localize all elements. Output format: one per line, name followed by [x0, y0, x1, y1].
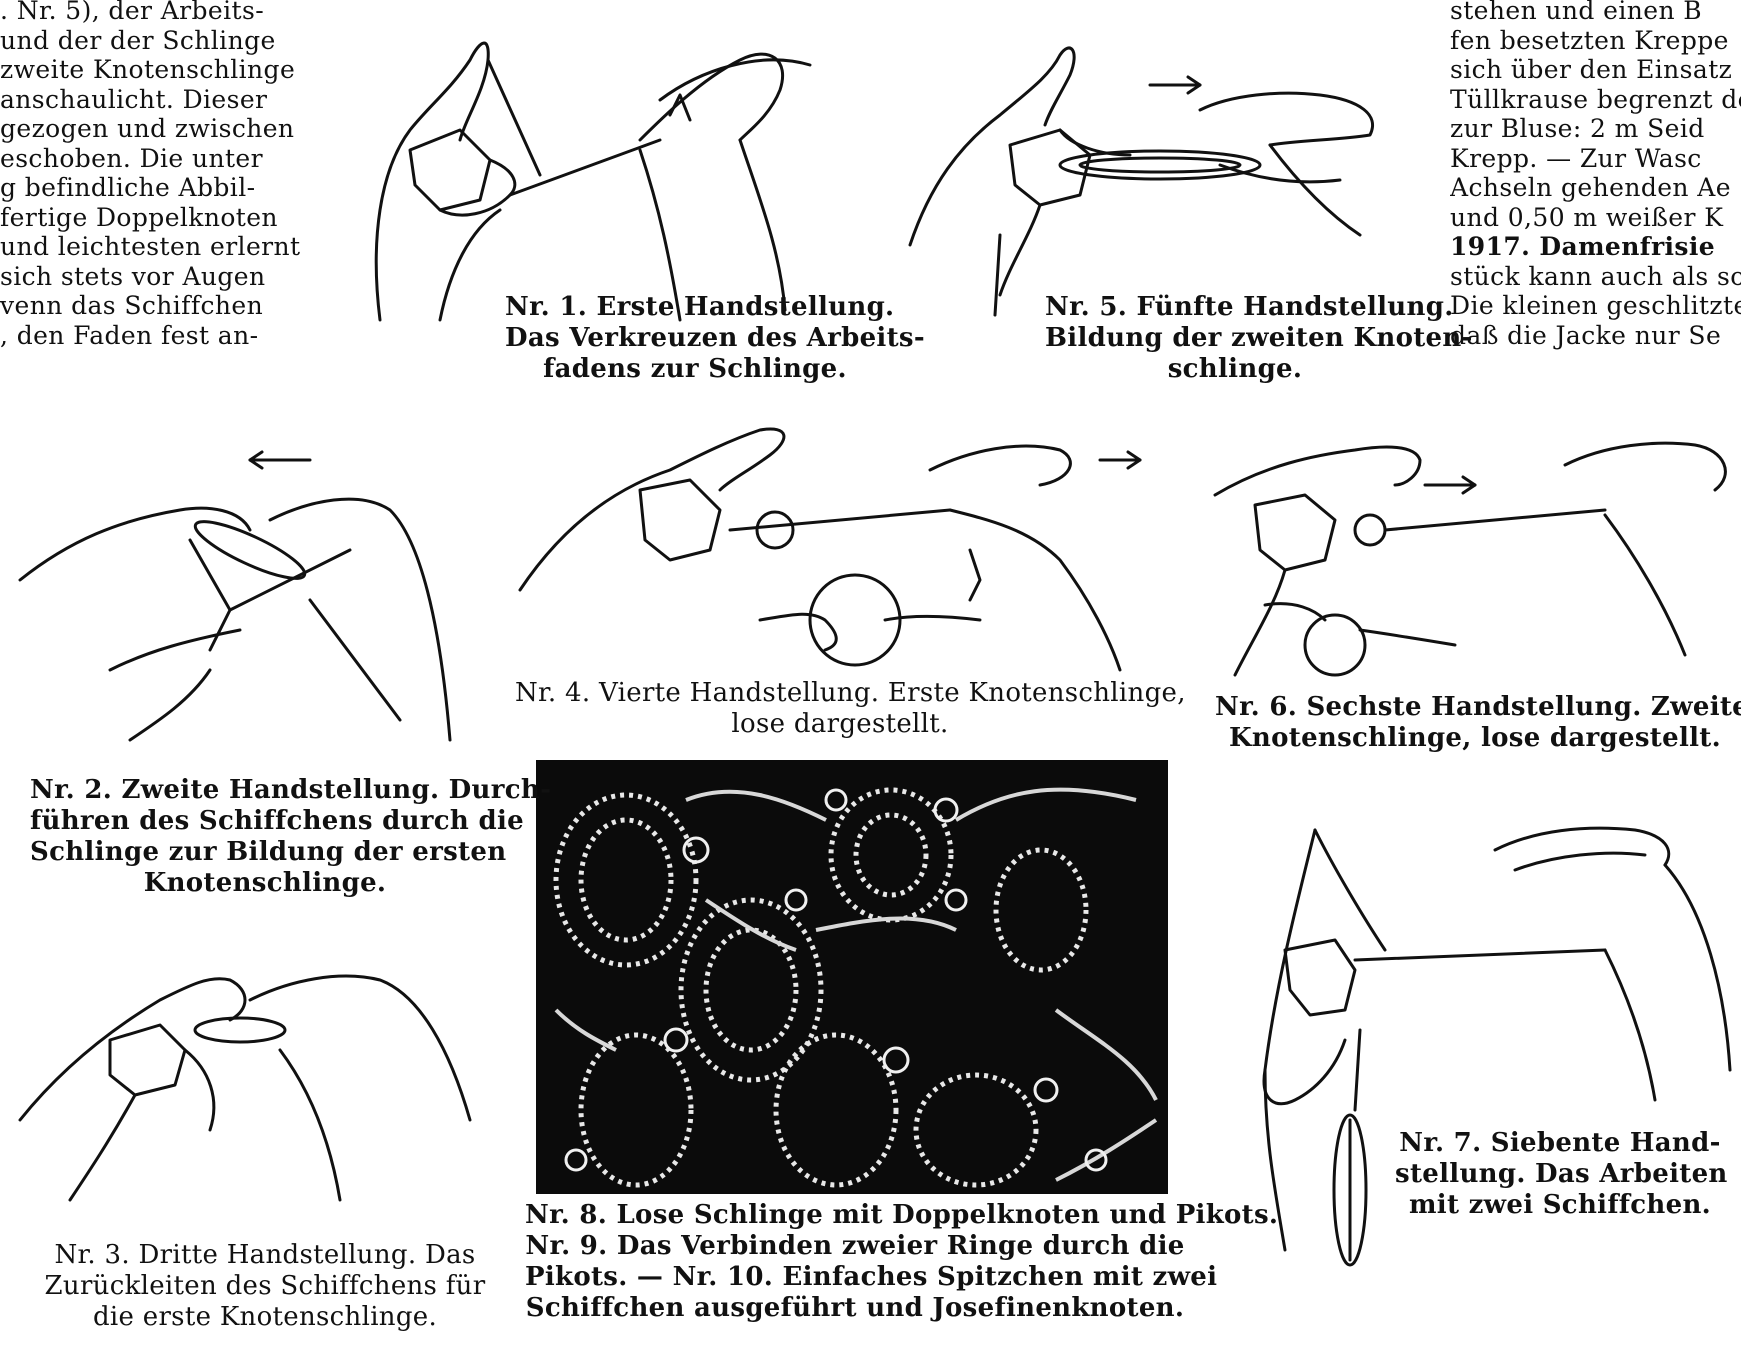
- caption-line: Zurückleiten des Schiffchens für: [35, 1271, 495, 1302]
- hands-fig2-illustration: [10, 420, 460, 750]
- text-line: und 0,50 m weißer K: [1450, 203, 1741, 233]
- caption-line: führen des Schiffchens durch die: [30, 806, 500, 837]
- hands-fig4-illustration: [500, 410, 1180, 680]
- caption-fig2: Nr. 2. Zweite Handstellung. Durch- führe…: [30, 775, 500, 899]
- text-line: sich über den Einsatz: [1450, 55, 1741, 85]
- text-line: und leichtesten erlernt: [0, 232, 300, 262]
- text-line: stehen und einen B: [1450, 0, 1741, 26]
- text-line: 1917. Damenfrisie: [1450, 232, 1741, 262]
- text-line: , den Faden fest an-: [0, 321, 300, 351]
- text-line: und der der Schlinge: [0, 26, 300, 56]
- caption-fig8-10: Nr. 8. Lose Schlinge mit Doppelknoten un…: [525, 1200, 1185, 1324]
- text-line: Die kleinen geschlitzten: [1450, 291, 1741, 321]
- text-line: daß die Jacke nur Se: [1450, 321, 1741, 351]
- caption-line: Nr. 6. Sechste Handstellung. Zweite: [1215, 692, 1735, 723]
- caption-line: fadens zur Schlinge.: [505, 354, 885, 385]
- caption-fig3: Nr. 3. Dritte Handstellung. Das Zurückle…: [35, 1240, 495, 1333]
- caption-line: Knotenschlinge.: [30, 868, 500, 899]
- caption-line: Nr. 8. Lose Schlinge mit Doppelknoten un…: [525, 1200, 1185, 1231]
- lace-photo-fig8: [536, 760, 1168, 1194]
- text-line: venn das Schiffchen: [0, 291, 300, 321]
- caption-line: Nr. 2. Zweite Handstellung. Durch-: [30, 775, 500, 806]
- text-line: stück kann auch als so: [1450, 262, 1741, 292]
- caption-fig6: Nr. 6. Sechste Handstellung. Zweite Knot…: [1215, 692, 1735, 754]
- text-line: eschoben. Die unter: [0, 144, 300, 174]
- caption-line: Nr. 4. Vierte Handstellung. Erste Knoten…: [515, 678, 1165, 709]
- caption-line: mit zwei Schiffchen.: [1395, 1190, 1725, 1221]
- caption-line: Pikots. — Nr. 10. Einfaches Spitzchen mi…: [525, 1262, 1185, 1293]
- text-line: Tüllkrause begrenzt de: [1450, 85, 1741, 115]
- caption-line: lose dargestellt.: [515, 709, 1165, 740]
- caption-line: Nr. 1. Erste Handstellung.: [505, 292, 885, 323]
- caption-line: schlinge.: [1045, 354, 1425, 385]
- caption-line: Nr. 7. Siebente Hand-: [1395, 1128, 1725, 1159]
- caption-line: stellung. Das Arbeiten: [1395, 1159, 1725, 1190]
- right-column-text: stehen und einen B fen besetzten Kreppe …: [1450, 0, 1741, 350]
- text-line: zweite Knotenschlinge: [0, 55, 300, 85]
- text-line: fen besetzten Kreppe: [1450, 26, 1741, 56]
- caption-line: Bildung der zweiten Knoten-: [1045, 323, 1425, 354]
- hands-fig7-illustration: [1225, 810, 1741, 1320]
- caption-line: Schiffchen ausgeführt und Josefinenknote…: [525, 1293, 1185, 1324]
- hands-fig6-illustration: [1205, 415, 1741, 695]
- text-line: anschaulicht. Dieser: [0, 85, 300, 115]
- caption-line: Schlinge zur Bildung der ersten: [30, 837, 500, 868]
- caption-line: Knotenschlinge, lose dargestellt.: [1215, 723, 1735, 754]
- hands-fig5-illustration: [900, 35, 1420, 335]
- tatting-lace-image: [536, 760, 1168, 1194]
- text-line: gezogen und zwischen: [0, 114, 300, 144]
- text-line: Krepp. — Zur Wasc: [1450, 144, 1741, 174]
- text-line: . Nr. 5), der Arbeits-: [0, 0, 300, 26]
- caption-line: die erste Knotenschlinge.: [35, 1302, 495, 1333]
- text-line: sich stets vor Augen: [0, 262, 300, 292]
- text-line: zur Bluse: 2 m Seid: [1450, 114, 1741, 144]
- caption-fig7: Nr. 7. Siebente Hand- stellung. Das Arbe…: [1395, 1128, 1725, 1221]
- caption-line: Nr. 3. Dritte Handstellung. Das: [35, 1240, 495, 1271]
- text-line: g befindliche Abbil-: [0, 173, 300, 203]
- caption-fig4: Nr. 4. Vierte Handstellung. Erste Knoten…: [515, 678, 1165, 740]
- caption-fig1: Nr. 1. Erste Handstellung. Das Verkreuze…: [505, 292, 885, 385]
- left-column-text: . Nr. 5), der Arbeits- und der der Schli…: [0, 0, 300, 350]
- text-line: fertige Doppelknoten: [0, 203, 300, 233]
- caption-line: Das Verkreuzen des Arbeits-: [505, 323, 885, 354]
- caption-line: Nr. 5. Fünfte Handstellung.: [1045, 292, 1425, 323]
- caption-line: Nr. 9. Das Verbinden zweier Ringe durch …: [525, 1231, 1185, 1262]
- hands-fig3-illustration: [10, 920, 510, 1210]
- text-line: Achseln gehenden Ae: [1450, 173, 1741, 203]
- caption-fig5: Nr. 5. Fünfte Handstellung. Bildung der …: [1045, 292, 1425, 385]
